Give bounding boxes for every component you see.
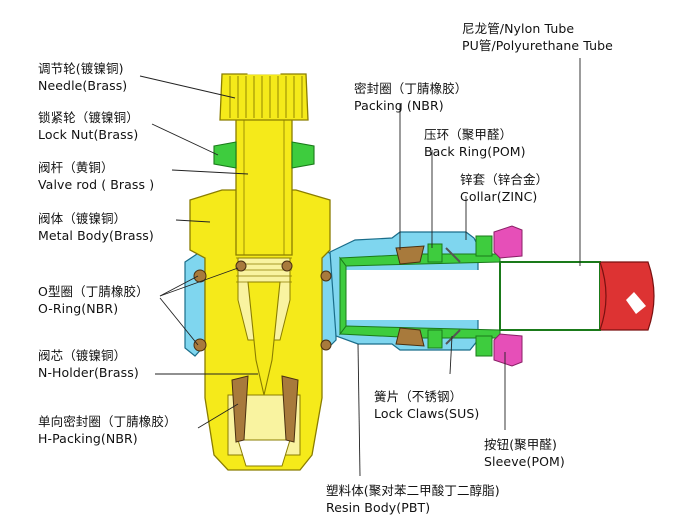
label-back-ring-zh: 压环（聚甲醛） xyxy=(424,127,513,142)
leader-lock-nut xyxy=(151,123,219,156)
label-needle-en: Needle(Brass) xyxy=(38,78,128,93)
lock-claws-shape xyxy=(445,247,461,345)
label-o-ring-en: O-Ring(NBR) xyxy=(38,301,119,316)
label-h-packing-en: H-Packing(NBR) xyxy=(38,431,138,446)
label-tube-zh: 尼龙管/Nylon Tube xyxy=(462,21,575,36)
leader-valve-rod xyxy=(171,169,249,175)
o-ring-shapes xyxy=(193,260,332,352)
label-lock-claws-en: Lock Claws(SUS) xyxy=(374,406,480,421)
leader-metal-body xyxy=(175,219,211,223)
needle-tip xyxy=(247,281,281,396)
sleeve-shape xyxy=(493,225,523,367)
label-collar: 锌套（锌合金） Collar(ZINC) xyxy=(460,171,548,205)
needle-knob xyxy=(219,73,309,121)
leader-lock-claws xyxy=(449,335,453,375)
packing-shape xyxy=(395,245,425,347)
label-metal-body: 阀体（镀镍铜） Metal Body(Brass) xyxy=(38,210,154,244)
label-back-ring: 压环（聚甲醛） Back Ring(POM) xyxy=(424,126,526,160)
label-collar-en: Collar(ZINC) xyxy=(460,189,538,204)
label-valve-rod-en: Valve rod ( Brass ) xyxy=(38,177,155,192)
leader-o-ring-1 xyxy=(159,275,199,297)
label-n-holder: 阀芯（镀镍铜） N-Holder(Brass) xyxy=(38,347,139,381)
label-sleeve-zh: 按钮(聚甲醛) xyxy=(484,437,557,452)
label-valve-rod: 阀杆（黄铜） Valve rod ( Brass ) xyxy=(38,159,154,193)
leader-needle xyxy=(139,75,236,99)
label-metal-body-en: Metal Body(Brass) xyxy=(38,228,154,243)
label-lock-nut: 锁紧轮（镀镍铜） Lock Nut(Brass) xyxy=(38,109,139,143)
label-o-ring-zh: O型圈（丁腈橡胶） xyxy=(38,284,149,299)
label-sleeve: 按钮(聚甲醛) Sleeve(POM) xyxy=(484,436,565,470)
label-metal-body-zh: 阀体（镀镍铜） xyxy=(38,211,127,226)
label-lock-claws-zh: 簧片（不锈钢） xyxy=(374,389,463,404)
label-sleeve-en: Sleeve(POM) xyxy=(484,454,565,469)
metal-body-shape xyxy=(189,65,331,471)
label-resin-body: 塑料体(聚对苯二甲酸丁二醇脂) Resin Body(PBT) xyxy=(326,482,500,516)
label-tube: 尼龙管/Nylon Tube PU管/Polyurethane Tube xyxy=(462,20,613,54)
collar-shape xyxy=(475,235,493,357)
label-h-packing-zh: 单向密封圈（丁腈橡胶） xyxy=(38,414,177,429)
label-h-packing: 单向密封圈（丁腈橡胶） H-Packing(NBR) xyxy=(38,413,177,447)
label-packing: 密封圈（丁腈橡胶） Packing (NBR) xyxy=(354,80,467,114)
label-needle-zh: 调节轮(镀镍铜) xyxy=(38,61,124,76)
label-resin-body-en: Resin Body(PBT) xyxy=(326,500,431,515)
label-resin-body-zh: 塑料体(聚对苯二甲酸丁二醇脂) xyxy=(326,483,500,498)
label-collar-zh: 锌套（锌合金） xyxy=(460,172,549,187)
leader-o-ring-2 xyxy=(159,297,199,346)
label-n-holder-zh: 阀芯（镀镍铜） xyxy=(38,348,127,363)
label-lock-nut-zh: 锁紧轮（镀镍铜） xyxy=(38,110,139,125)
label-valve-rod-zh: 阀杆（黄铜） xyxy=(38,160,114,175)
label-o-ring: O型圈（丁腈橡胶） O-Ring(NBR) xyxy=(38,283,149,317)
label-packing-zh: 密封圈（丁腈橡胶） xyxy=(354,81,468,96)
back-ring-shape xyxy=(427,243,443,349)
leader-resin-body xyxy=(357,343,361,477)
label-n-holder-en: N-Holder(Brass) xyxy=(38,365,139,380)
nylon-tube-shape xyxy=(499,261,655,331)
label-lock-nut-en: Lock Nut(Brass) xyxy=(38,127,139,142)
label-packing-en: Packing (NBR) xyxy=(354,98,444,113)
label-back-ring-en: Back Ring(POM) xyxy=(424,144,526,159)
leader-lines xyxy=(139,58,581,477)
h-packing-shape xyxy=(231,375,299,443)
leader-h-packing xyxy=(197,403,239,429)
label-lock-claws: 簧片（不锈钢） Lock Claws(SUS) xyxy=(374,388,479,422)
label-tube-en: PU管/Polyurethane Tube xyxy=(462,38,613,53)
label-needle: 调节轮(镀镍铜) Needle(Brass) xyxy=(38,60,127,94)
lock-nut-shape xyxy=(213,141,315,169)
leader-o-ring-3 xyxy=(159,267,239,297)
